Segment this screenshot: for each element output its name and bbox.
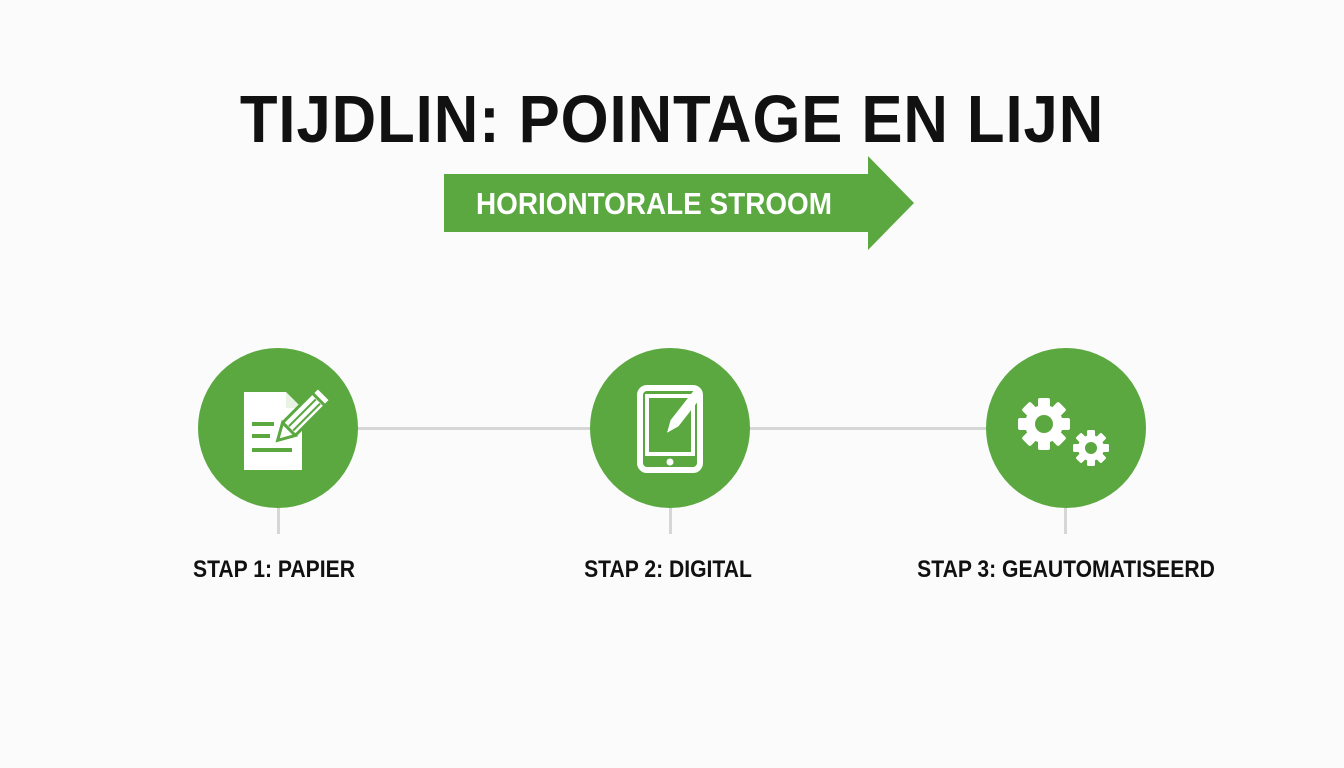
step-3-circle bbox=[986, 348, 1146, 508]
step-1-label: STAP 1: PAPIER bbox=[193, 556, 355, 583]
banner-label: HORIONTORALE STROOM bbox=[475, 186, 832, 221]
step-3-label: STAP 3: GEAUTOMATISEERD bbox=[917, 556, 1215, 583]
step-3-tick bbox=[1064, 508, 1067, 534]
timeline-connector bbox=[356, 427, 594, 430]
step-2-circle bbox=[590, 348, 750, 508]
gears-icon bbox=[1018, 398, 1109, 466]
step-1-tick bbox=[277, 508, 280, 534]
step-1-circle bbox=[198, 348, 358, 508]
arrow-right-icon bbox=[444, 156, 914, 250]
page-title: TIJDLIN: POINTAGE EN LIJN bbox=[239, 82, 1105, 157]
tablet-pencil-icon bbox=[637, 385, 703, 473]
step-2-tick bbox=[669, 508, 672, 534]
timeline-connector bbox=[748, 427, 988, 430]
document-pencil-icon bbox=[244, 385, 333, 470]
flow-arrow-banner: HORIONTORALE STROOM bbox=[444, 156, 916, 250]
step-2-label: STAP 2: DIGITAL bbox=[584, 556, 752, 583]
